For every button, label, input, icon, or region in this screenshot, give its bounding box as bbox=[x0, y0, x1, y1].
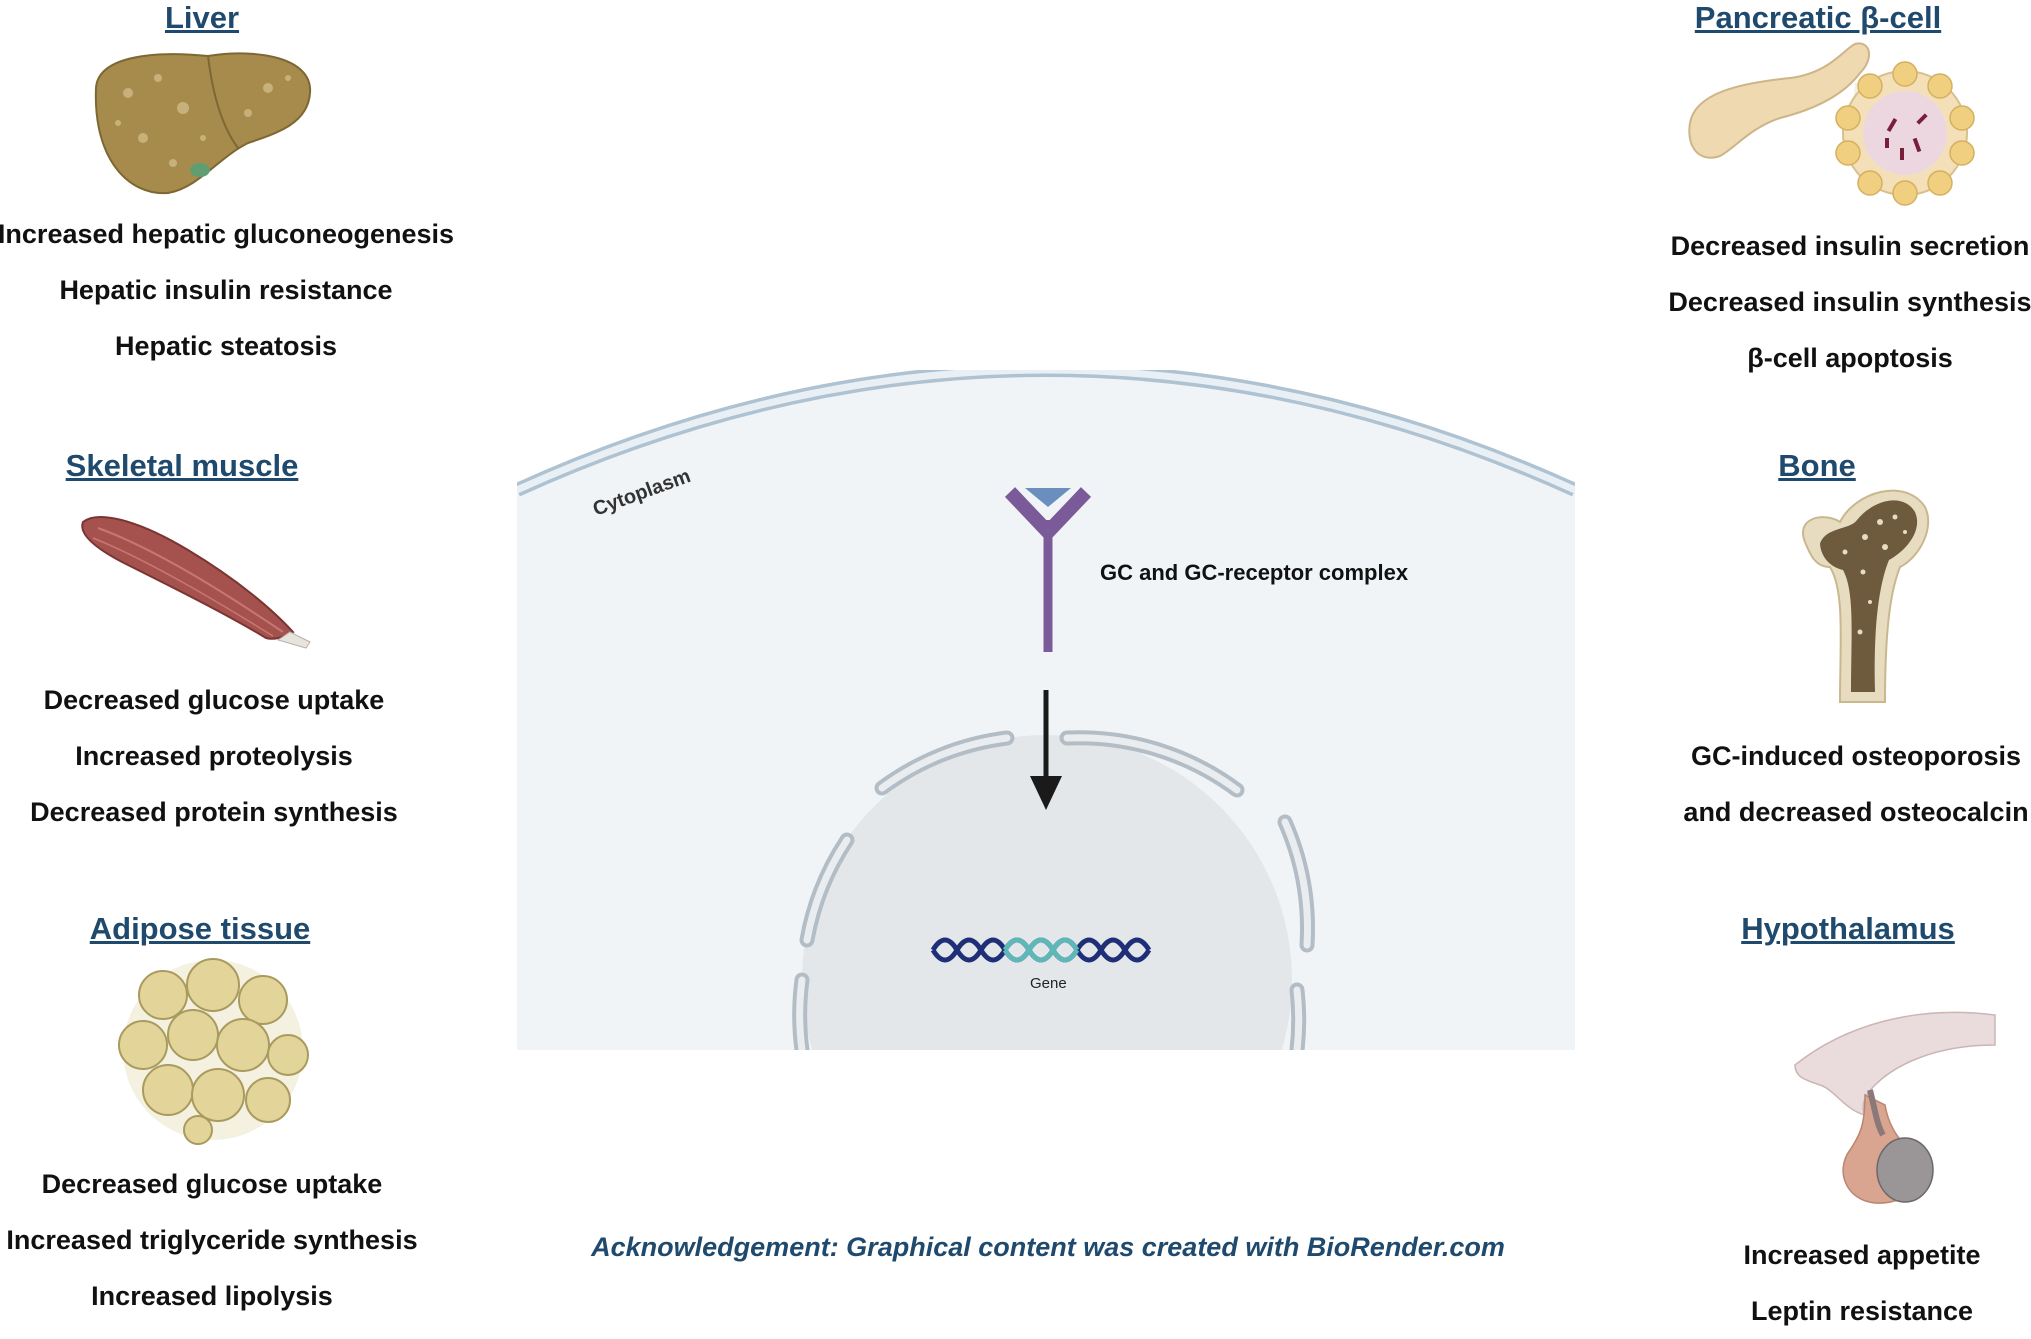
pancreas-icon bbox=[1688, 42, 1975, 206]
liver-effect: Hepatic steatosis bbox=[114, 331, 338, 361]
bone-heading: Bone bbox=[1778, 448, 1856, 483]
pancreas-effect: β-cell apoptosis bbox=[1747, 343, 1953, 373]
adipose-effect: Increased lipolysis bbox=[91, 1281, 333, 1311]
nucleus bbox=[802, 735, 1292, 1050]
liver-effect: Increased hepatic gluconeogenesis bbox=[0, 219, 455, 249]
hypothalamus-effect: Leptin resistance bbox=[1750, 1296, 1974, 1326]
liver-heading: Liver bbox=[164, 0, 240, 35]
adipose-icon bbox=[118, 958, 309, 1145]
muscle-icon bbox=[81, 516, 311, 649]
bone-icon bbox=[1802, 489, 1930, 703]
gc-receptor-label: GC and GC-receptor complex bbox=[1100, 560, 1409, 585]
cell-diagram bbox=[517, 370, 1575, 1050]
muscle-effect: Decreased glucose uptake bbox=[43, 685, 385, 715]
gc-receptor-icon bbox=[1004, 487, 1092, 652]
dna-icon bbox=[930, 937, 1152, 963]
pancreas-heading: Pancreatic β-cell bbox=[1694, 0, 1942, 35]
hypothalamus-heading: Hypothalamus bbox=[1741, 911, 1955, 946]
hypothalamus-effect: Increased appetite bbox=[1743, 1240, 1981, 1270]
muscle-effects: Decreased glucose uptake Increased prote… bbox=[30, 672, 398, 840]
bone-effects: GC-induced osteoporosis and decreased os… bbox=[1683, 728, 2028, 840]
liver-icon bbox=[94, 52, 312, 195]
pancreas-effect: Decreased insulin secretion bbox=[1670, 231, 2030, 261]
hypothalamus-icon bbox=[1794, 1011, 1996, 1204]
adipose-effects: Decreased glucose uptake Increased trigl… bbox=[6, 1156, 417, 1324]
muscle-effect: Decreased protein synthesis bbox=[30, 797, 398, 827]
adipose-heading: Adipose tissue bbox=[89, 911, 311, 946]
pancreas-effects: Decreased insulin secretion Decreased in… bbox=[1668, 218, 2031, 386]
muscle-effect: Increased proteolysis bbox=[75, 741, 353, 771]
pancreas-effect: Decreased insulin synthesis bbox=[1668, 287, 2031, 317]
skeletal-muscle-heading: Skeletal muscle bbox=[65, 448, 299, 483]
liver-effects: Increased hepatic gluconeogenesis Hepati… bbox=[0, 206, 454, 374]
acknowledgement: Acknowledgement: Graphical content was c… bbox=[591, 1232, 1505, 1262]
gene-label: Gene bbox=[1030, 975, 1067, 992]
adipose-effect: Increased triglyceride synthesis bbox=[6, 1225, 418, 1255]
hypothalamus-effects: Increased appetite Leptin resistance bbox=[1743, 1227, 1980, 1339]
liver-effect: Hepatic insulin resistance bbox=[59, 275, 393, 305]
bone-effect: and decreased osteocalcin bbox=[1683, 797, 2029, 827]
adipose-effect: Decreased glucose uptake bbox=[41, 1169, 383, 1199]
arrow-down-icon bbox=[1030, 690, 1062, 810]
bone-effect: GC-induced osteoporosis bbox=[1690, 741, 2022, 771]
